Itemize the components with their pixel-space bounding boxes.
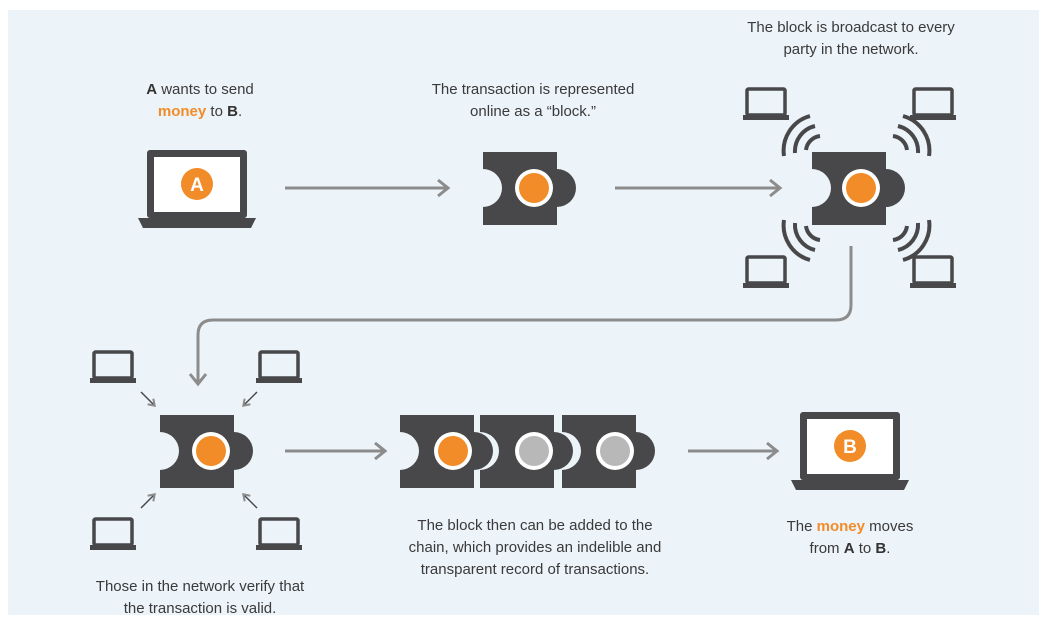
broadcast-block-icon bbox=[812, 152, 905, 225]
verify-block-icon bbox=[160, 415, 253, 488]
network-laptop-icon bbox=[910, 255, 956, 288]
transaction-block-icon bbox=[483, 152, 576, 225]
sender-badge bbox=[181, 168, 213, 200]
sender-badge-letter: A bbox=[190, 175, 204, 196]
network-laptop-icon bbox=[256, 517, 302, 550]
small-arrow-icon bbox=[140, 391, 156, 407]
small-arrow-icon bbox=[242, 493, 258, 509]
small-arrow-icon bbox=[242, 391, 258, 407]
receiver-badge-letter: B bbox=[843, 437, 857, 458]
blockchain-icon bbox=[400, 415, 655, 488]
network-laptop-icon bbox=[910, 87, 956, 120]
flow-arrow-3 bbox=[188, 246, 853, 387]
sender-laptop-icon: A bbox=[138, 150, 256, 228]
caption-represent: The transaction is represented online as… bbox=[431, 81, 635, 120]
money-highlight: money bbox=[157, 103, 207, 120]
network-laptop-icon bbox=[743, 87, 789, 120]
small-arrow-icon bbox=[140, 493, 156, 509]
broadcast-waves-icon bbox=[781, 114, 932, 262]
receiver-badge bbox=[834, 430, 866, 462]
caption-send-line1: A wants to send bbox=[146, 81, 254, 98]
network-laptop-icon bbox=[90, 517, 136, 550]
money-highlight: money bbox=[816, 518, 865, 535]
caption-chain: The block then can be added to the chain… bbox=[408, 517, 662, 578]
network-laptop-icon bbox=[256, 350, 302, 383]
caption-receive: The money moves from A to B. bbox=[786, 518, 914, 557]
caption-send: A wants to send money to B. bbox=[146, 81, 254, 120]
caption-broadcast: The block is broadcast to every party in… bbox=[747, 19, 955, 58]
receiver-laptop-icon: B bbox=[791, 412, 909, 490]
caption-verify: Those in the network verify that the tra… bbox=[95, 578, 305, 617]
network-laptop-icon bbox=[743, 255, 789, 288]
network-laptop-icon bbox=[90, 350, 136, 383]
diagram-background bbox=[8, 10, 1039, 615]
